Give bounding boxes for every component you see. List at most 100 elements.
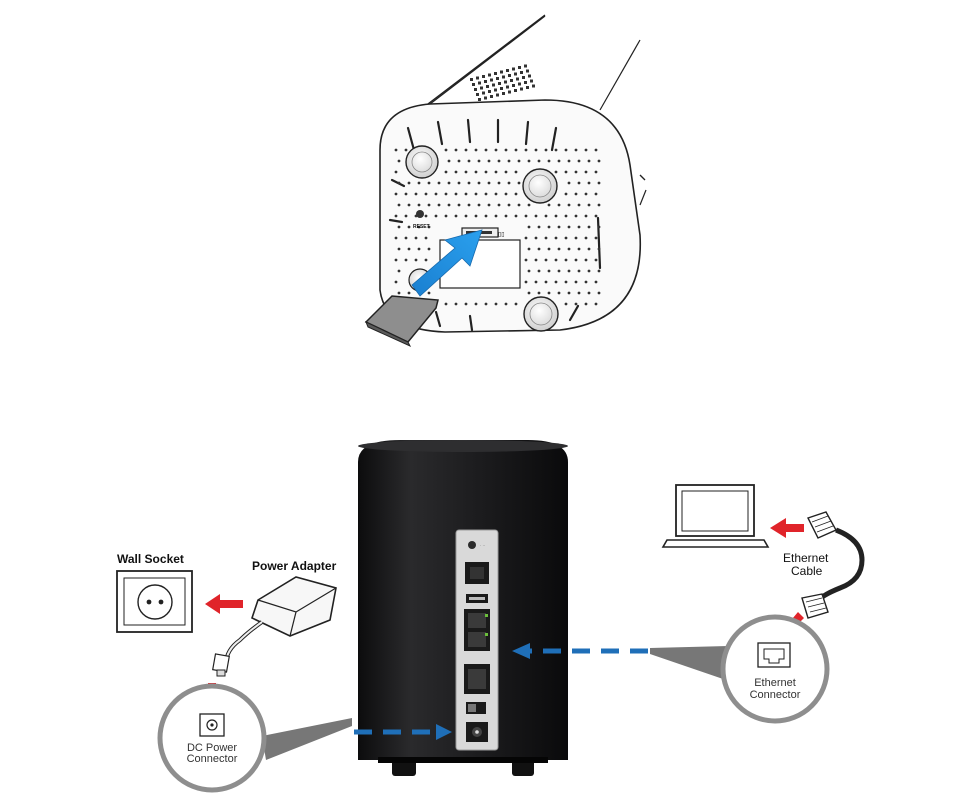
vent-dot	[454, 148, 458, 152]
vent-dot	[397, 225, 401, 229]
texture-mark	[506, 85, 509, 89]
vent-dot	[574, 302, 578, 306]
vent-dot	[597, 269, 601, 273]
vent-dot-grid	[394, 148, 601, 306]
vent-dot	[464, 302, 468, 306]
vent-dot	[574, 280, 578, 284]
vent-dot	[574, 236, 578, 240]
vent-dot	[484, 302, 488, 306]
vent-dot	[504, 214, 508, 218]
vent-dot	[394, 192, 398, 196]
vent-dot	[537, 269, 541, 273]
vent-dot	[567, 203, 571, 207]
vent-dot	[557, 159, 561, 163]
vent-dot	[527, 291, 531, 295]
vent-dot	[527, 225, 531, 229]
texture-mark	[478, 81, 481, 85]
vent-dot	[597, 225, 601, 229]
vent-dot	[457, 181, 461, 185]
vent-dot	[474, 302, 478, 306]
rj11-port-icon	[465, 562, 489, 584]
vent-dot	[534, 214, 538, 218]
vent-slot	[550, 126, 558, 152]
texture-mark	[490, 95, 493, 98]
ethernet-cable-label-line2: Cable	[791, 564, 823, 578]
vent-dot	[504, 148, 508, 152]
vent-dot	[584, 214, 588, 218]
vent-dot	[594, 148, 598, 152]
vent-dot	[547, 247, 551, 251]
lan-ports-icon	[464, 609, 490, 651]
texture-mark	[484, 80, 487, 83]
vent-dot	[524, 258, 528, 262]
vent-dot	[494, 302, 498, 306]
texture-mark	[488, 90, 491, 93]
vent-dot	[457, 203, 461, 207]
texture-mark	[480, 86, 483, 90]
vent-dot	[594, 302, 598, 306]
vent-dot	[454, 214, 458, 218]
vent-dot	[564, 214, 568, 218]
texture-mark	[494, 88, 497, 92]
vent-dot	[404, 214, 408, 218]
vent-dot	[477, 181, 481, 185]
ethernet-connector-callout	[650, 614, 830, 724]
dc-power-callout	[157, 683, 352, 793]
vent-dot	[444, 214, 448, 218]
vent-dot	[447, 181, 451, 185]
texture-mark	[498, 82, 501, 85]
texture-mark	[508, 90, 511, 94]
laptop-icon	[661, 484, 770, 548]
texture-mark	[482, 91, 485, 95]
vent-dot	[437, 203, 441, 207]
vent-dot	[574, 258, 578, 262]
vent-dot	[537, 291, 541, 295]
vent-dot	[567, 269, 571, 273]
vent-slot	[434, 310, 442, 328]
texture-mark	[522, 76, 525, 79]
vent-dot	[597, 159, 601, 163]
vent-dot	[547, 159, 551, 163]
vent-dot	[534, 148, 538, 152]
vent-dot	[427, 291, 431, 295]
vent-dot	[597, 181, 601, 185]
vent-dot	[477, 159, 481, 163]
vent-dot	[577, 269, 581, 273]
power-switch-icon	[466, 702, 486, 714]
vent-dot	[407, 225, 411, 229]
vent-dot	[554, 214, 558, 218]
vent-dot	[577, 247, 581, 251]
dc-connection-arrow	[354, 724, 452, 740]
vent-dot	[577, 291, 581, 295]
vent-dot	[464, 192, 468, 196]
vent-dot	[427, 181, 431, 185]
texture-mark	[526, 69, 529, 73]
vent-dot	[554, 148, 558, 152]
ethernet-port-icon	[757, 642, 791, 668]
vent-dot	[567, 181, 571, 185]
vent-dot	[534, 258, 538, 262]
vent-dot	[484, 192, 488, 196]
vent-dot	[544, 214, 548, 218]
texture-mark	[530, 79, 533, 83]
vent-dot	[507, 181, 511, 185]
vent-dot	[464, 214, 468, 218]
vent-dot	[557, 247, 561, 251]
vent-dot	[544, 280, 548, 284]
vent-dot	[584, 192, 588, 196]
vent-dot	[474, 214, 478, 218]
ethernet-connection-arrow	[512, 643, 648, 659]
power-adapter-label: Power Adapter	[252, 559, 337, 573]
vent-dot	[547, 225, 551, 229]
texture-mark	[512, 67, 515, 71]
vent-dot	[587, 181, 591, 185]
vent-dot	[534, 280, 538, 284]
vent-dot	[454, 302, 458, 306]
vent-dot	[594, 258, 598, 262]
texture-mark	[476, 93, 479, 96]
vent-dot	[474, 148, 478, 152]
vent-dot	[414, 192, 418, 196]
vent-dot	[564, 192, 568, 196]
wall-socket-label: Wall Socket	[117, 552, 184, 566]
vent-dot	[404, 236, 408, 240]
